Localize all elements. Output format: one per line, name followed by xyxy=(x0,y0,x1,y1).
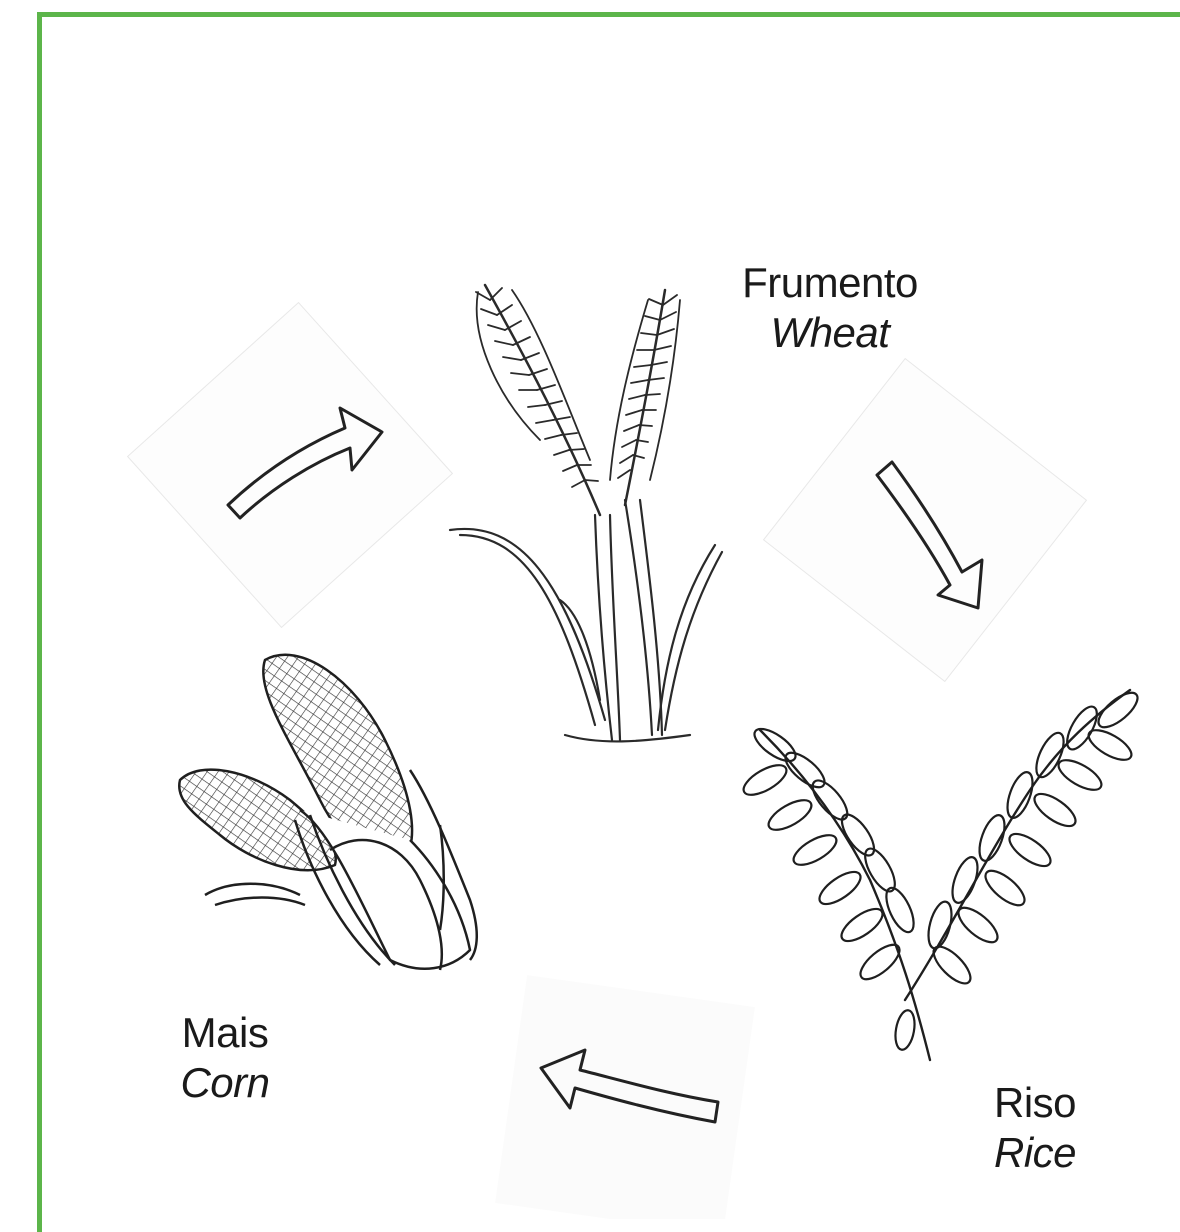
arrow-tile xyxy=(128,303,453,628)
rice-illustration xyxy=(739,687,1143,1060)
label-wheat-it: Frumento xyxy=(720,258,940,308)
label-rice-en: Rice xyxy=(965,1128,1105,1178)
label-corn-it: Mais xyxy=(140,1008,310,1058)
label-rice-it: Riso xyxy=(965,1078,1105,1128)
label-wheat-en: Wheat xyxy=(720,308,940,358)
label-wheat: Frumento Wheat xyxy=(720,258,940,358)
label-corn: Mais Corn xyxy=(140,1008,310,1108)
corn-illustration xyxy=(179,655,477,970)
arrow-tile xyxy=(764,359,1087,682)
label-rice: Riso Rice xyxy=(965,1078,1105,1178)
label-corn-en: Corn xyxy=(140,1058,310,1108)
wheat-illustration xyxy=(450,285,722,741)
arrow-tile xyxy=(495,975,755,1219)
